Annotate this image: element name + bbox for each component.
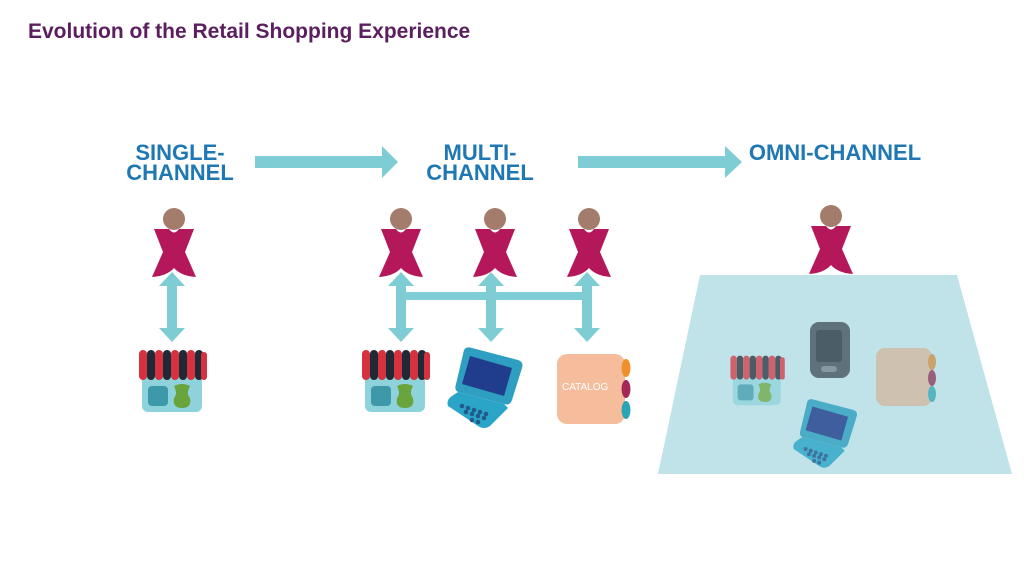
omni-store-icon: [730, 355, 785, 406]
multi-channel-label: MULTI- CHANNEL: [400, 140, 560, 185]
catalog-label: CATALOG: [562, 382, 609, 393]
multi-double-arrow-2: [478, 272, 504, 342]
page-title: Evolution of the Retail Shopping Experie…: [28, 20, 471, 43]
multi-store-icon: [362, 350, 430, 412]
multi-person-icon-2: [473, 208, 517, 277]
single-store-icon: [139, 350, 207, 412]
omni-channel-label: OMNI-CHANNEL: [715, 140, 955, 165]
omni-phone-icon: [810, 322, 850, 378]
multi-laptop-icon: [447, 347, 523, 428]
omni-catalog-icon: [876, 348, 936, 406]
arrow-multi-to-omni: [578, 146, 742, 178]
single-channel-label-line-1: SINGLE-: [135, 140, 225, 165]
multi-double-arrow-3: [574, 272, 600, 342]
multi-channel-label-line-1: MULTI-: [443, 140, 517, 165]
multi-person-icon-3: [567, 208, 611, 277]
multi-channel-label-line-2: CHANNEL: [426, 160, 534, 185]
single-channel-label-line-2: CHANNEL: [126, 160, 234, 185]
single-double-arrow: [159, 272, 185, 342]
multi-catalog-icon: CATALOG: [557, 354, 631, 424]
arrow-single-to-multi: [255, 146, 398, 178]
single-channel-label: SINGLE- CHANNEL: [100, 140, 260, 185]
multi-double-arrow-1: [388, 272, 414, 342]
omni-channel-label-line-1: OMNI-CHANNEL: [748, 140, 922, 165]
omni-person-icon: [809, 205, 853, 274]
multi-person-icon-1: [379, 208, 423, 277]
single-person-icon: [152, 208, 196, 277]
